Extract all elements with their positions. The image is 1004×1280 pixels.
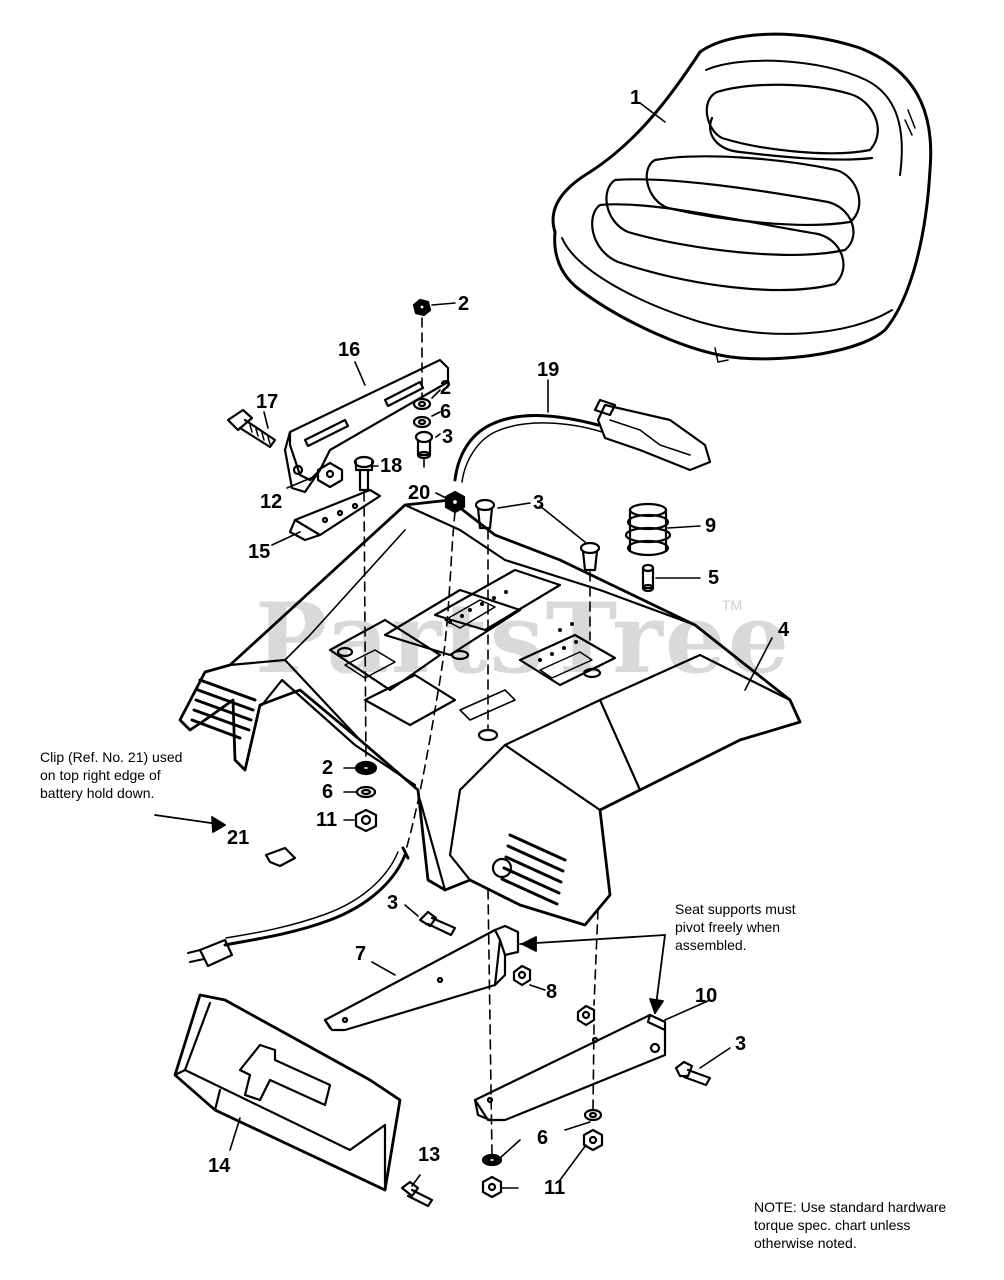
washer-part-2-lower [354, 760, 378, 776]
leader-lines [229, 102, 773, 1189]
washer-part-6-bottom [481, 1153, 503, 1167]
washer-part-6-bottom-b [583, 1108, 603, 1122]
seat-supports-note: Seat supports must pivot freely when ass… [675, 901, 796, 953]
bolt-part-3-fender-b [579, 541, 601, 572]
bolt-part-3-support [418, 910, 457, 937]
callout-14: 14 [208, 1155, 231, 1177]
battery-hold-down-part-14 [173, 993, 402, 1192]
callout-15: 15 [248, 541, 271, 563]
bolt-part-3-right [674, 1060, 712, 1087]
callout-11: 11 [316, 809, 338, 831]
nut-part-11-bottom-b [582, 1128, 604, 1152]
callout-7: 7 [355, 943, 367, 965]
callout-3: 3 [387, 892, 399, 914]
callout-13: 13 [418, 1144, 441, 1166]
washer-part-2-mid [412, 397, 432, 411]
callout-10: 10 [695, 985, 718, 1007]
nut-part-8-b [576, 1004, 596, 1027]
clip-note: Clip (Ref. No. 21) used on top right edg… [40, 749, 183, 801]
callout-11: 11 [544, 1177, 566, 1199]
bolt-part-13 [400, 1180, 434, 1208]
spring-part-9 [624, 502, 672, 557]
pin-part-5 [641, 563, 655, 593]
callout-8: 8 [546, 981, 558, 1003]
callout-20: 20 [408, 482, 431, 504]
nut-part-12 [316, 461, 344, 489]
bolt-part-18 [353, 455, 375, 492]
callout-16: 16 [338, 339, 361, 361]
seat-switch-part-19 [453, 398, 712, 483]
callout-2: 2 [322, 757, 334, 779]
watermark: PartsTree [255, 582, 791, 695]
fender-part-4 [178, 498, 802, 927]
callout-2: 2 [440, 377, 452, 399]
nut-part-20 [444, 490, 466, 514]
callout-6: 6 [537, 1127, 549, 1149]
washer-part-6-mid [412, 415, 432, 429]
clamp-part-15 [288, 488, 382, 542]
callout-21: 21 [227, 827, 250, 849]
callout-6: 6 [440, 401, 452, 423]
callout-3: 3 [533, 492, 545, 514]
callout-3: 3 [735, 1033, 747, 1055]
wire-harness [187, 846, 410, 968]
watermark-trademark: TM [722, 597, 743, 613]
callout-17: 17 [256, 391, 279, 413]
seat-support-part-7 [323, 924, 520, 1032]
bracket-part-16 [283, 358, 450, 494]
callout-6: 6 [322, 781, 334, 803]
bolt-part-3-mid [414, 430, 434, 460]
callout-4: 4 [778, 619, 790, 641]
bolt-part-17 [226, 408, 277, 449]
callout-18: 18 [380, 455, 403, 477]
note-arrows [154, 814, 666, 1014]
callout-2: 2 [458, 293, 470, 315]
washer-part-2-top [412, 298, 432, 317]
washer-part-6-lower [355, 785, 377, 799]
torque-note: NOTE: Use standard hardware torque spec.… [754, 1199, 947, 1251]
seat-part-1 [551, 32, 933, 363]
callout-1: 1 [630, 87, 642, 109]
assembly-dashed-lines [363, 317, 599, 1156]
nut-part-8-a [512, 964, 532, 987]
callout-9: 9 [705, 515, 717, 537]
bolt-part-3-fender-a [474, 498, 496, 530]
callout-5: 5 [708, 567, 720, 589]
callout-19: 19 [537, 359, 560, 381]
seat-support-part-10 [473, 1013, 667, 1122]
callout-12: 12 [260, 491, 283, 513]
callout-3: 3 [442, 426, 454, 448]
clip-part-21 [264, 846, 297, 868]
nut-part-11-bottom [481, 1175, 503, 1199]
nut-part-11-lower [354, 808, 378, 833]
